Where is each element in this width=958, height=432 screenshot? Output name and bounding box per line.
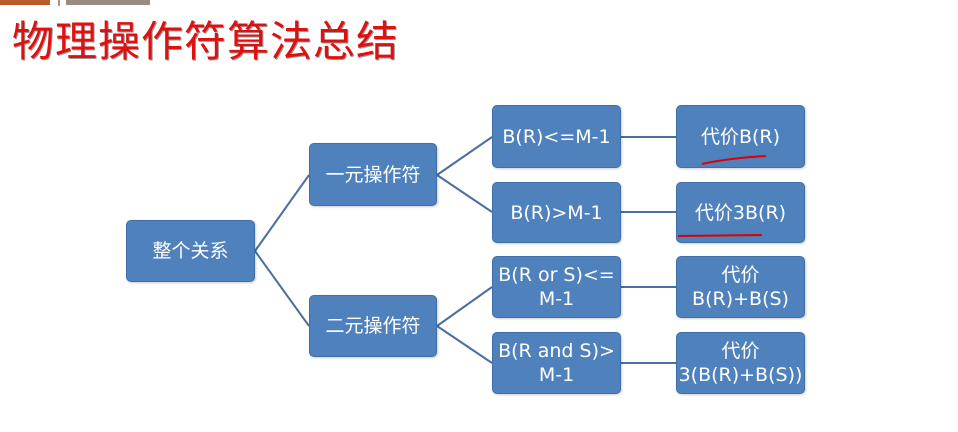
unary-operator-node: 一元操作符	[309, 143, 437, 206]
connector	[254, 250, 310, 327]
connector	[436, 174, 493, 213]
cost-node: 代价3B(R)	[676, 182, 805, 243]
binary-operator-node: 二元操作符	[309, 295, 437, 357]
page-title: 物理操作符算法总结	[12, 17, 400, 66]
connector	[436, 325, 493, 364]
logo	[0, 0, 150, 6]
cost-node: 代价 B(R)+B(S)	[676, 256, 805, 318]
underline-annotation	[701, 155, 767, 165]
connector	[254, 174, 310, 252]
condition-node: B(R and S)> M-1	[492, 332, 621, 394]
connector	[436, 136, 493, 176]
cost-node: 代价 3(B(R)+B(S))	[676, 332, 805, 394]
cost-node: 代价B(R)	[676, 105, 805, 168]
root-node: 整个关系	[126, 220, 255, 282]
condition-node: B(R or S)<= M-1	[492, 256, 621, 318]
underline-annotation	[677, 234, 763, 237]
condition-node: B(R)>M-1	[492, 182, 621, 243]
connector	[436, 286, 493, 327]
condition-node: B(R)<=M-1	[492, 105, 621, 168]
